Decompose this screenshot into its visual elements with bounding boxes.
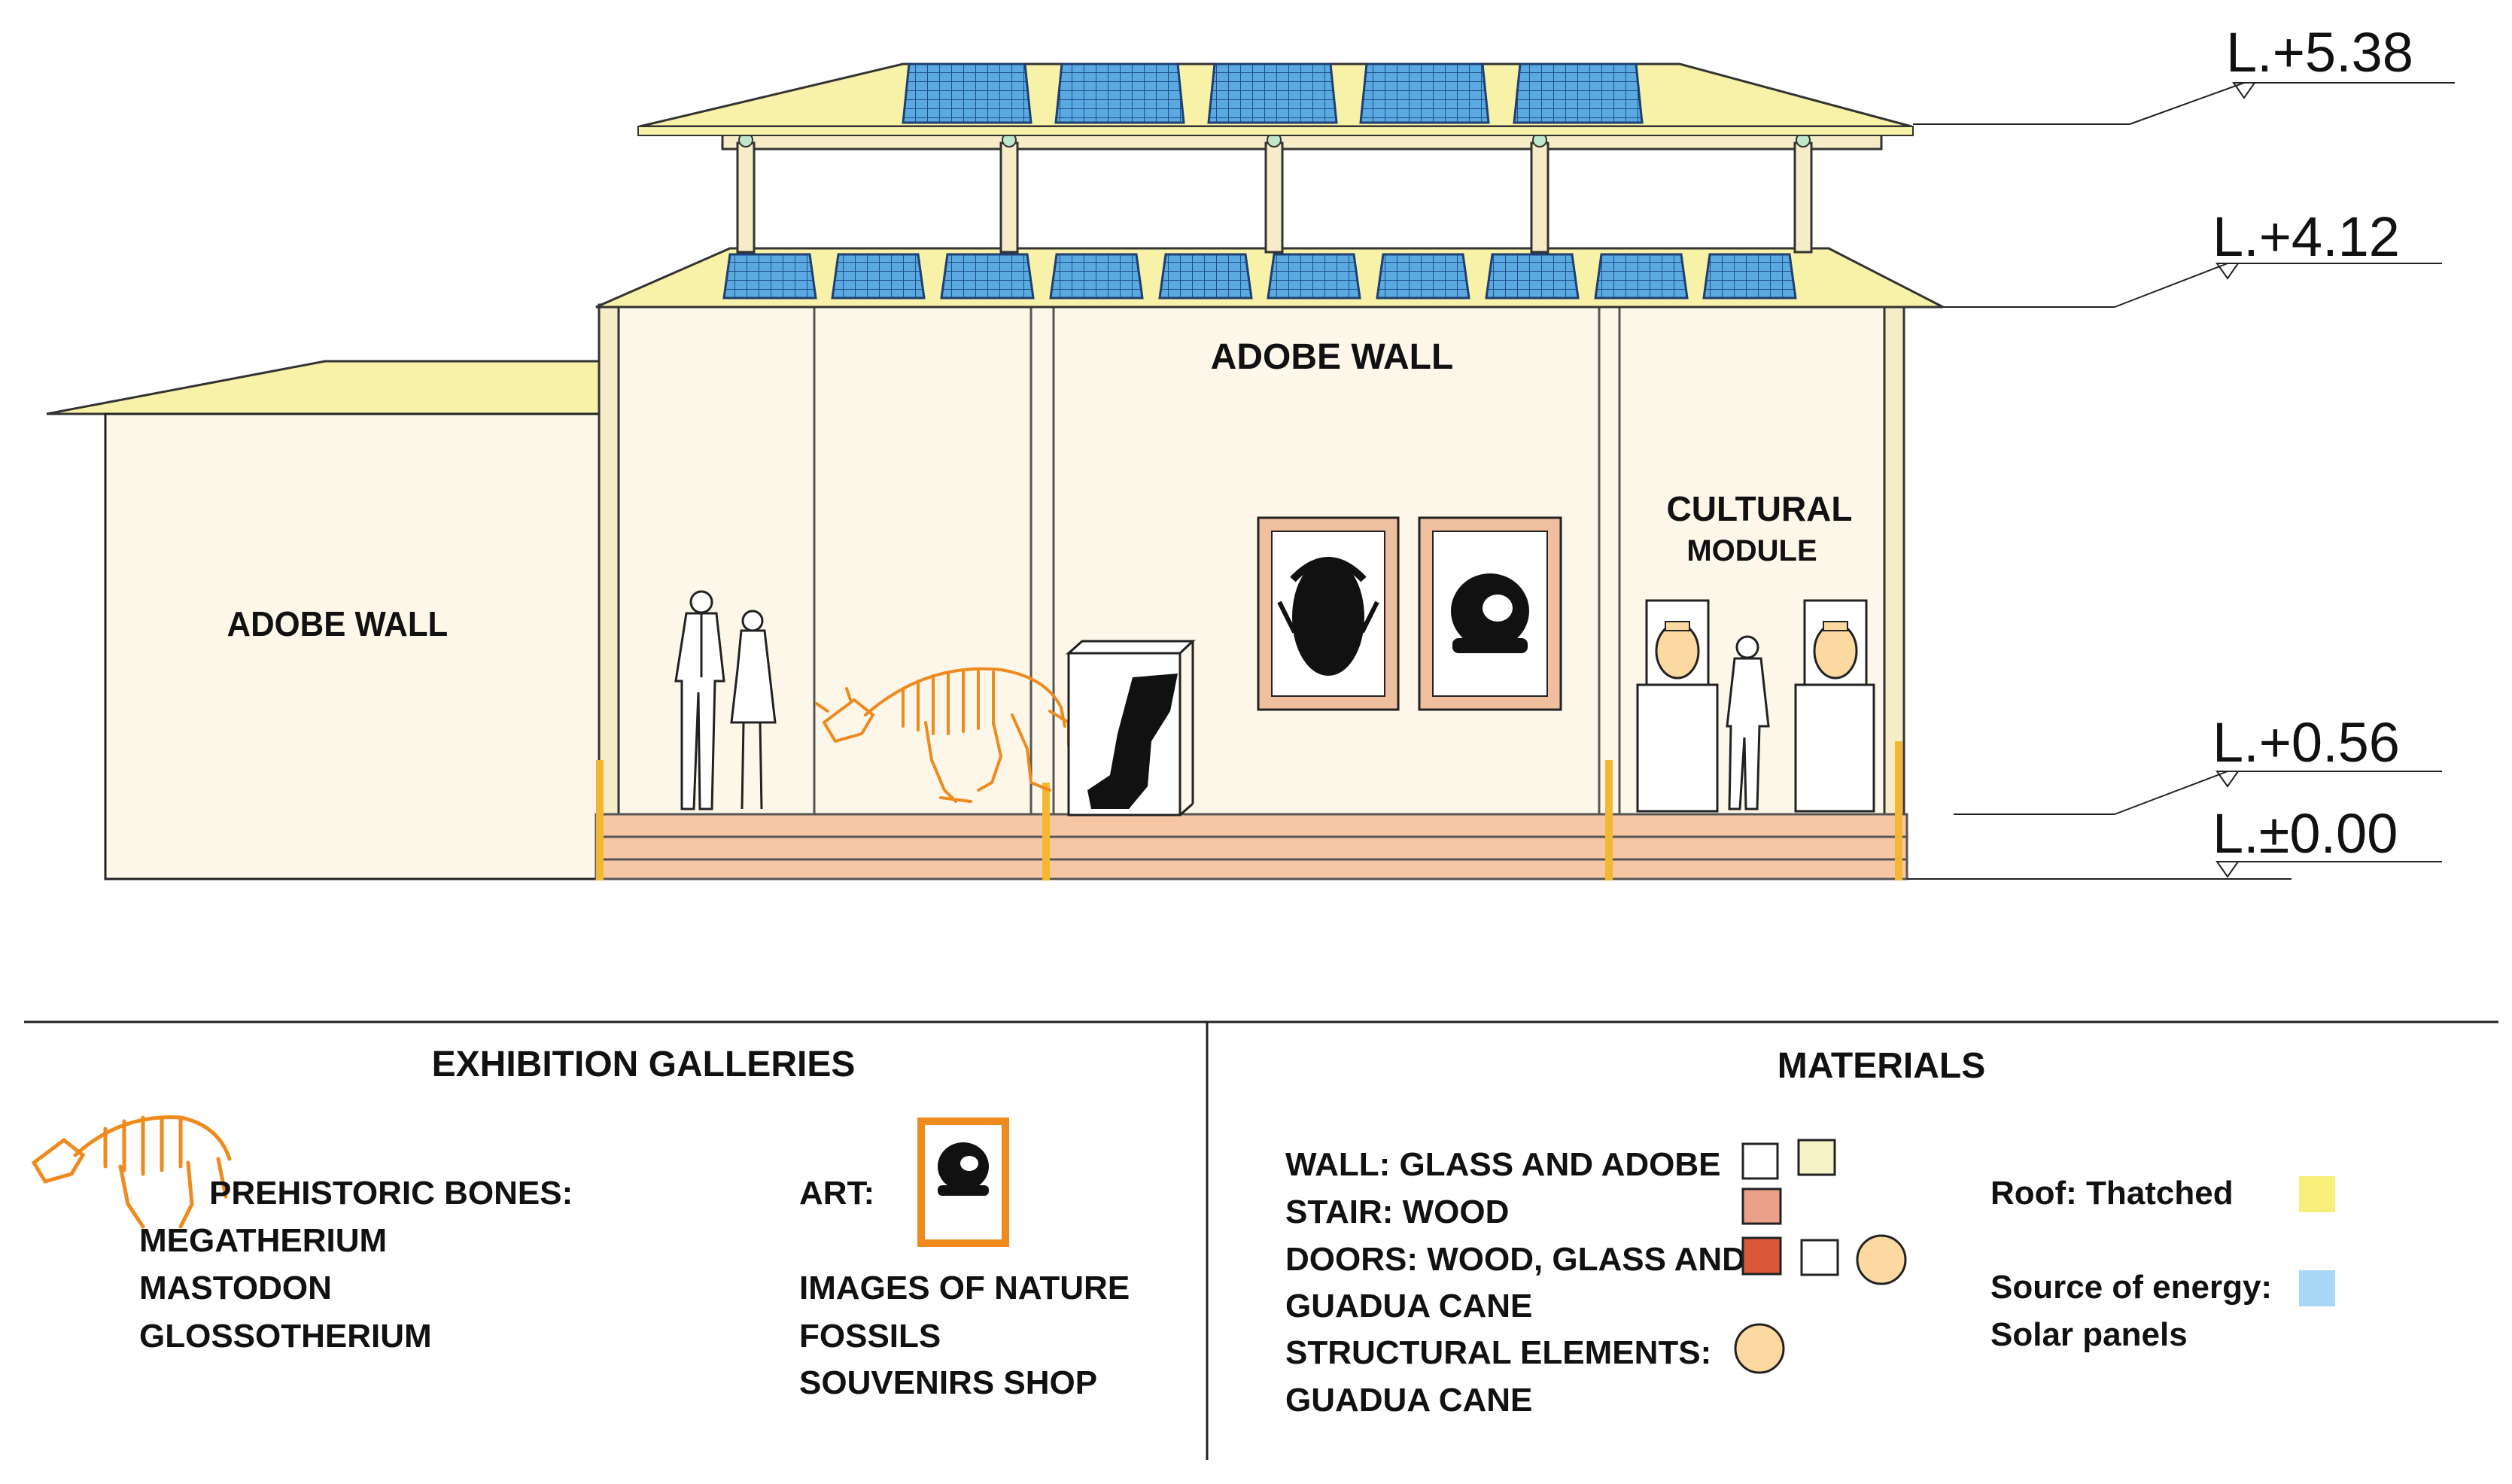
swatch-solar: [2299, 1270, 2335, 1306]
level-marker-roof-top: L.+5.38: [1913, 21, 2455, 125]
vase-display-left: [1636, 599, 1719, 813]
swatch-glass: [1741, 1142, 1779, 1180]
fossil-bone: [1087, 674, 1178, 809]
upper-column-4: [1530, 141, 1549, 254]
upper-column-3: [1264, 141, 1284, 254]
level-label-floor: L.+0.56: [2212, 711, 2400, 774]
art-frame-ammonite: [1418, 516, 1562, 711]
solar-panel-lower-6: [1267, 253, 1361, 300]
solar-panel-lower-3: [940, 253, 1035, 300]
legend-skeleton-icon: [31, 1115, 232, 1229]
swatch-structural-guadua: [1734, 1323, 1785, 1374]
level-marker-ground: L.±0.00: [1907, 802, 2442, 880]
swatch-stair-wood: [1741, 1188, 1782, 1225]
legend-art-icon: [917, 1118, 1009, 1247]
module-title-module: MODULE: [1686, 534, 1817, 567]
vase-display-right: [1794, 599, 1875, 813]
swatch-adobe: [1797, 1139, 1836, 1176]
swatch-door-wood: [1741, 1236, 1782, 1276]
guadua-column-left: [598, 303, 620, 818]
energy-label-1: Source of energy:: [1990, 1269, 2272, 1306]
solar-panel-lower-5: [1158, 253, 1253, 300]
upper-structure: [637, 62, 1914, 254]
swatch-door-glass: [1800, 1239, 1839, 1276]
materials-line-6: GUADUA CANE: [1285, 1382, 1532, 1419]
materials-line-5: STRUCTURAL ELEMENTS:: [1285, 1334, 1711, 1371]
materials-line-1: WALL: GLASS AND ADOBE: [1285, 1146, 1721, 1183]
solar-panel-upper-4: [1359, 62, 1490, 124]
stair-platform: [595, 741, 1908, 880]
bones-heading: PREHISTORIC BONES:: [209, 1175, 573, 1212]
art-item-2: FOSSILS: [799, 1318, 941, 1355]
dinosaur-skeleton: [815, 667, 1070, 803]
materials-title: MATERIALS: [1778, 1046, 1985, 1086]
art-heading: ART:: [799, 1175, 874, 1212]
visitor-couple: [674, 590, 777, 810]
main-building: ADOBE WALL: [598, 303, 1905, 818]
art-item-3: SOUVENIRS SHOP: [799, 1364, 1097, 1401]
materials-line-3: DOORS: WOOD, GLASS AND: [1285, 1241, 1746, 1278]
materials-line-2: STAIR: WOOD: [1285, 1194, 1509, 1230]
left-annex: ADOBE WALL: [46, 360, 604, 880]
solar-panel-lower-10: [1702, 253, 1797, 300]
materials-line-4: GUADUA CANE: [1285, 1288, 1532, 1324]
upper-columns: [736, 132, 1813, 254]
left-annex-wall: [104, 412, 604, 880]
art-item-1: IMAGES OF NATURE: [799, 1270, 1130, 1306]
bones-item-2: MASTODON: [139, 1270, 332, 1306]
stair-steps: [595, 813, 1908, 880]
upper-solar-panels: [902, 62, 1644, 124]
roof-label: Roof: Thatched: [1990, 1175, 2234, 1212]
module-title-cultural: CULTURAL: [1667, 489, 1853, 528]
glass-display-case: [1066, 640, 1196, 817]
swatch-door-guadua: [1856, 1234, 1907, 1285]
level-markers: L.+5.38 L.+4.12 L.+0.56 L.±0.00: [1907, 21, 2455, 880]
solar-panel-lower-9: [1594, 253, 1689, 300]
solar-panel-upper-2: [1054, 62, 1185, 124]
solar-panel-lower-1: [722, 253, 817, 300]
galleries-title: EXHIBITION GALLERIES: [432, 1045, 856, 1084]
level-label-roof-lower: L.+4.12: [2212, 205, 2400, 268]
guadua-column-right: [1883, 303, 1905, 818]
solar-panel-lower-4: [1049, 253, 1144, 300]
solar-panel-upper-5: [1513, 62, 1644, 124]
lower-solar-panels: [722, 253, 1797, 300]
level-label-ground: L.±0.00: [2212, 802, 2398, 865]
upper-column-1: [736, 141, 756, 254]
legend-materials: MATERIALS WALL: GLASS AND ADOBE STAIR: W…: [1285, 1046, 2335, 1419]
main-wall-label: ADOBE WALL: [1211, 337, 1454, 377]
solar-panel-lower-8: [1485, 253, 1580, 300]
visitor-man: [1726, 635, 1770, 810]
bones-item-3: GLOSSOTHERIUM: [139, 1318, 432, 1355]
solar-panel-upper-3: [1207, 62, 1338, 124]
cultural-module: CULTURAL MODULE: [1636, 489, 1875, 813]
art-frame-trilobite: [1257, 516, 1400, 711]
solar-panel-upper-1: [902, 62, 1032, 124]
level-marker-floor: L.+0.56: [1954, 711, 2442, 815]
bones-item-1: MEGATHERIUM: [139, 1222, 387, 1259]
upper-column-5: [1793, 141, 1813, 254]
left-wall-label: ADOBE WALL: [227, 604, 449, 643]
legend-galleries: EXHIBITION GALLERIES PREHISTORIC BONES: …: [31, 1045, 1130, 1401]
left-annex-roof: [46, 360, 604, 415]
solar-panel-lower-2: [831, 253, 926, 300]
swatch-roof: [2299, 1176, 2335, 1212]
level-marker-roof-lower: L.+4.12: [1943, 205, 2442, 308]
solar-panel-lower-7: [1376, 253, 1470, 300]
level-label-roof-top: L.+5.38: [2226, 21, 2413, 84]
lower-roof: [595, 247, 1944, 309]
upper-column-2: [999, 141, 1019, 254]
energy-label-2: Solar panels: [1990, 1316, 2188, 1353]
